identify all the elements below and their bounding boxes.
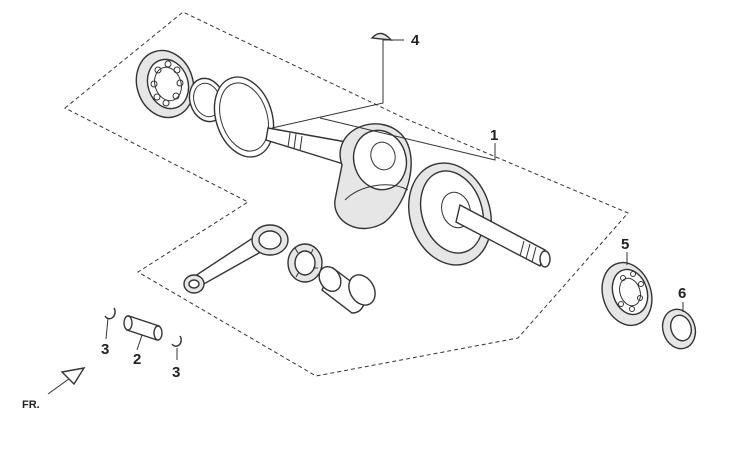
shim-washer bbox=[213, 76, 275, 158]
callout-3a: 3 bbox=[101, 341, 109, 358]
callout-1: 1 bbox=[490, 127, 498, 144]
right-crank-web bbox=[408, 162, 492, 266]
callout-3b: 3 bbox=[172, 364, 180, 381]
circlip-left bbox=[104, 307, 116, 320]
circlip-right bbox=[171, 335, 182, 347]
callout-6: 6 bbox=[678, 285, 686, 302]
oil-seal bbox=[661, 308, 697, 350]
callout-2: 2 bbox=[133, 351, 141, 368]
connecting-rod bbox=[183, 224, 289, 294]
crank-pin bbox=[318, 265, 376, 314]
front-direction-label: FR. bbox=[22, 399, 40, 411]
crankshaft-right-shaft bbox=[455, 203, 551, 268]
callout-4: 4 bbox=[411, 32, 420, 49]
right-bearing bbox=[601, 261, 653, 327]
leader-line-2 bbox=[136, 334, 143, 351]
crankshaft-left-shaft bbox=[265, 127, 353, 167]
front-direction-arrow: FR. bbox=[22, 367, 86, 411]
needle-bearing bbox=[287, 243, 323, 283]
woodruff-key bbox=[370, 32, 393, 41]
assembly-group-outline bbox=[64, 11, 629, 377]
callout-5: 5 bbox=[621, 236, 629, 253]
left-crank-web bbox=[334, 123, 412, 230]
leader-line-4 bbox=[271, 39, 404, 129]
leader-line-3a bbox=[105, 317, 109, 340]
leader-line-1 bbox=[319, 117, 496, 161]
left-bearing bbox=[135, 49, 195, 119]
piston-pin bbox=[123, 315, 163, 341]
